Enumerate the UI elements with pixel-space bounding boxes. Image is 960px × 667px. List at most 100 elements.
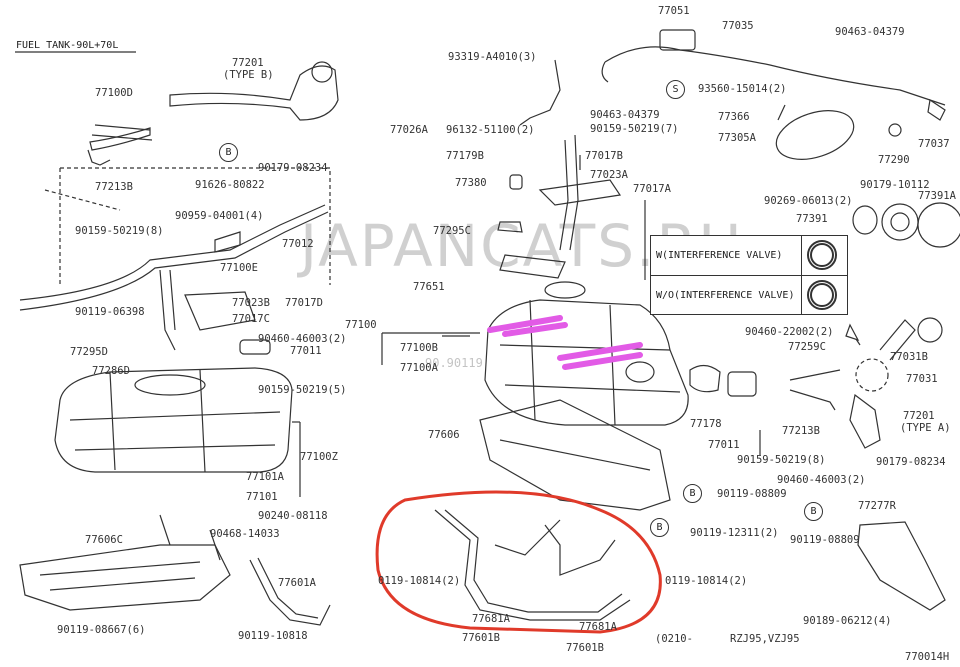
part-label[interactable]: 90119-12311(2) <box>690 527 779 539</box>
part-label[interactable]: 0119-10814(2) <box>378 575 461 587</box>
tank-left <box>54 367 293 473</box>
part-label[interactable]: 77213B <box>95 181 133 193</box>
part-label[interactable]: 77035 <box>722 20 754 32</box>
part-label[interactable]: 77100A <box>400 362 438 374</box>
part-label[interactable]: 77017D <box>285 297 323 309</box>
part-label[interactable]: 90159-50219(5) <box>258 384 347 396</box>
part-label[interactable]: 77295D <box>70 346 108 358</box>
bolt-77290 <box>888 123 902 137</box>
bracket-77277r <box>857 521 946 611</box>
part-label[interactable]: 77651 <box>413 281 445 293</box>
part-label[interactable]: 77606 <box>428 429 460 441</box>
clamp-set <box>91 124 153 141</box>
part-label[interactable]: 77017A <box>633 183 671 195</box>
filler-neck-cap <box>311 61 333 83</box>
hose-77100e <box>214 231 241 253</box>
part-label[interactable]: 77201 <box>903 410 935 422</box>
part-label[interactable]: 77100D <box>95 87 133 99</box>
part-label[interactable]: 90468-14033 <box>210 528 280 540</box>
part-label[interactable]: 77601B <box>566 642 604 654</box>
part-label[interactable]: 90119-08809 <box>717 488 787 500</box>
gasket-77651 <box>499 254 566 279</box>
part-label[interactable]: 77026A <box>390 124 428 136</box>
part-label[interactable]: 77391 <box>796 213 828 225</box>
part-label[interactable]: 90159-50219(7) <box>590 123 679 135</box>
part-label[interactable]: 77601B <box>462 632 500 644</box>
magenta-mark-3 <box>557 342 643 361</box>
part-label[interactable]: 77295C <box>433 225 471 237</box>
part-label[interactable]: 90189-06212(4) <box>803 615 892 627</box>
part-label[interactable]: 77290 <box>878 154 910 166</box>
part-label[interactable]: 90119-10818 <box>238 630 308 642</box>
part-label[interactable]: 77277R <box>858 500 896 512</box>
part-label[interactable]: 90460-46003(2) <box>258 333 347 345</box>
valve-77011-left <box>239 339 271 355</box>
part-label[interactable]: 77286D <box>92 365 130 377</box>
callout-b[interactable]: B <box>650 518 669 537</box>
part-label[interactable]: 77100E <box>220 262 258 274</box>
part-label[interactable]: 90159-50219(8) <box>737 454 826 466</box>
part-label[interactable]: 77100 <box>345 319 377 331</box>
protector-77606 <box>479 399 671 511</box>
part-label[interactable]: 90119-08667(6) <box>57 624 146 636</box>
legend-row-without-valve: W/O(INTERFERENCE VALVE) <box>651 275 847 315</box>
part-label[interactable]: 93560-15014(2) <box>698 83 787 95</box>
part-label[interactable]: 77012 <box>282 238 314 250</box>
part-label[interactable]: 77011 <box>290 345 322 357</box>
part-label[interactable]: 91626-80822 <box>195 179 265 191</box>
part-label[interactable]: 77391A <box>918 190 956 202</box>
part-label[interactable]: 96132-51100(2) <box>446 124 535 136</box>
part-label[interactable]: 77031 <box>906 373 938 385</box>
part-label[interactable]: 77023B <box>232 297 270 309</box>
part-label[interactable]: 90119-08809 <box>790 534 860 546</box>
part-label[interactable]: 90463-04379 <box>590 109 660 121</box>
sender-tube-77017 <box>559 134 579 251</box>
part-label[interactable]: 90240-08118 <box>258 510 328 522</box>
part-label[interactable]: 77017B <box>585 150 623 162</box>
part-label[interactable]: 90463-04379 <box>835 26 905 38</box>
part-label[interactable]: 77213B <box>782 425 820 437</box>
part-label[interactable]: 0119-10814(2) <box>665 575 748 587</box>
part-label[interactable]: 77259C <box>788 341 826 353</box>
part-label[interactable]: 90959-04001(4) <box>175 210 264 222</box>
callout-b[interactable]: B <box>219 143 238 162</box>
part-label[interactable]: 90460-22002(2) <box>745 326 834 338</box>
part-label[interactable]: 77031B <box>890 351 928 363</box>
callout-b[interactable]: B <box>683 484 702 503</box>
part-label[interactable]: 90119-06398 <box>75 306 145 318</box>
part-label[interactable]: 90159-50219(8) <box>75 225 164 237</box>
tank-main <box>484 299 689 426</box>
part-label[interactable]: 77606C <box>85 534 123 546</box>
part-label[interactable]: 77101 <box>246 491 278 503</box>
part-label[interactable]: 77023A <box>590 169 628 181</box>
part-label[interactable]: 90179-10112 <box>860 179 930 191</box>
part-label[interactable]: 90269-06013(2) <box>764 195 853 207</box>
part-label[interactable]: 77366 <box>718 111 750 123</box>
part-label[interactable]: 77051 <box>658 5 690 17</box>
valve-77011-right <box>727 371 757 397</box>
part-label[interactable]: 77178 <box>690 418 722 430</box>
strap-77601a-left <box>249 559 331 626</box>
part-label[interactable]: 77100Z <box>300 451 338 463</box>
part-label[interactable]: 77101A <box>246 471 284 483</box>
part-label[interactable]: 77037 <box>918 138 950 150</box>
part-label[interactable]: 90179-08234 <box>876 456 946 468</box>
callout-b[interactable]: B <box>804 502 823 521</box>
part-label[interactable]: 77100B <box>400 342 438 354</box>
part-label[interactable]: 77011 <box>708 439 740 451</box>
part-label[interactable]: 77601A <box>278 577 316 589</box>
part-label-note: (TYPE B) <box>223 69 274 81</box>
part-label[interactable]: 90460-46003(2) <box>777 474 866 486</box>
part-label[interactable]: 77179B <box>446 150 484 162</box>
part-label[interactable]: 77681A <box>579 621 617 633</box>
part-label[interactable]: 77305A <box>718 132 756 144</box>
part-label[interactable]: 77201 <box>232 57 264 69</box>
callout-s[interactable]: S <box>666 80 685 99</box>
part-label[interactable]: 90179-08234 <box>258 162 328 174</box>
part-label[interactable]: 77380 <box>455 177 487 189</box>
part-label[interactable]: 77017C <box>232 313 270 325</box>
part-label[interactable]: 93319-A4010(3) <box>448 51 537 63</box>
part-label[interactable]: 77681A <box>472 613 510 625</box>
